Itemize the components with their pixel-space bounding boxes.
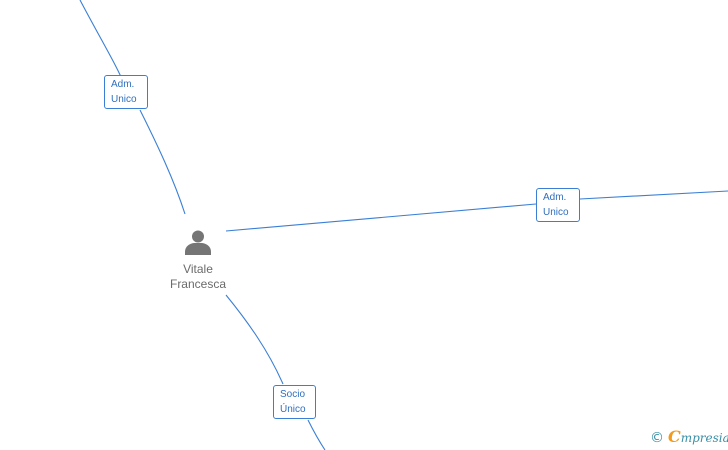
- person-icon: [185, 230, 211, 255]
- edge-label-adm-unico-top[interactable]: Adm. Unico: [104, 75, 148, 109]
- edge-label-adm-unico-right[interactable]: Adm. Unico: [536, 188, 580, 222]
- person-node[interactable]: Vitale Francesca: [150, 228, 246, 292]
- edge-line-bottom: [225, 294, 326, 450]
- copyright-symbol: ©: [650, 429, 664, 446]
- edge-label-socio-unico[interactable]: Socio Único: [273, 385, 316, 419]
- person-name: Vitale Francesca: [169, 262, 227, 291]
- brand-watermark: © Cmpresia: [650, 428, 728, 447]
- brand-logo: Cmpresia: [668, 427, 728, 446]
- edge-line-right: [225, 190, 728, 232]
